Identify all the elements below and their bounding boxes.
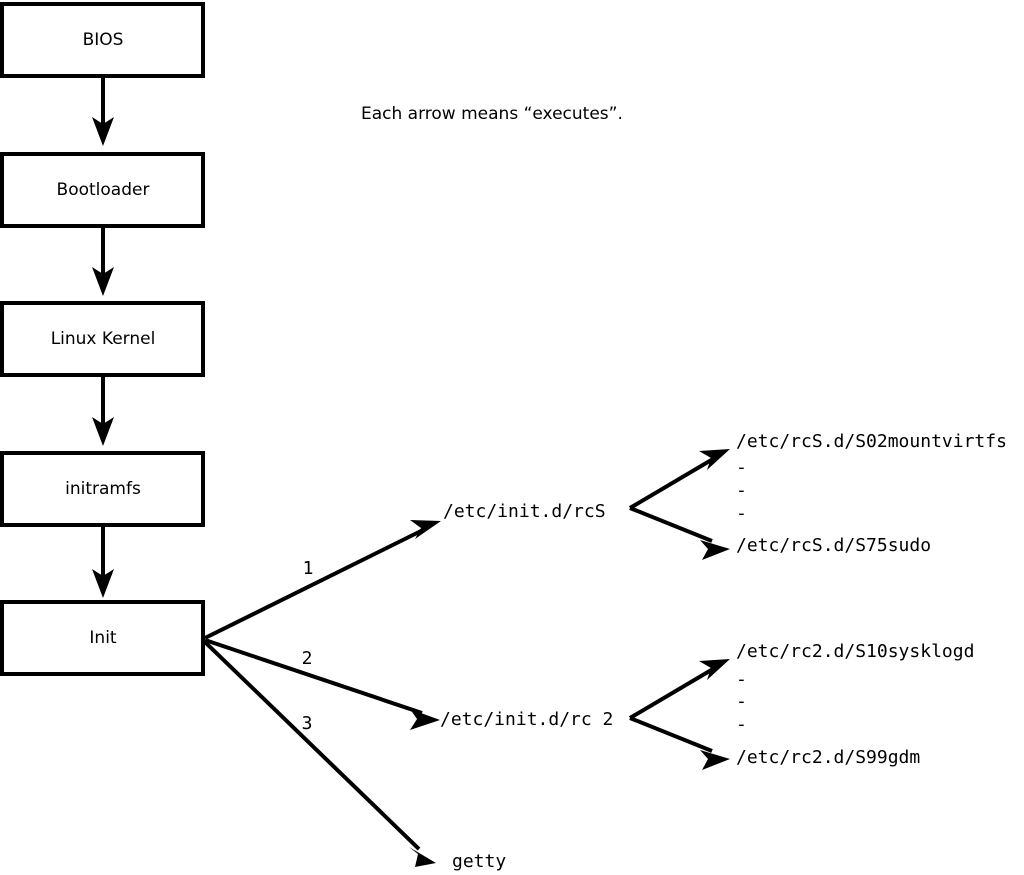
- rc2d-ellipsis-dash-3: -: [736, 714, 747, 735]
- branch-number-3: 3: [302, 713, 313, 734]
- connector-init-to-rc2: [204, 638, 423, 715]
- label-rc2d-last-script: /etc/rc2.d/S99gdm: [736, 747, 920, 768]
- box-bios-label: BIOS: [83, 30, 124, 50]
- arrowhead-bootloader-to-kernel: [92, 267, 114, 296]
- rc2d-ellipsis-dash-2: -: [736, 691, 747, 712]
- label-rcsd-last-script: /etc/rcS.d/S75sudo: [736, 535, 931, 556]
- box-bootloader[interactable]: Bootloader: [0, 152, 205, 228]
- connector-init-to-getty: [203, 640, 421, 851]
- arrowhead-init-to-rcs: [410, 520, 441, 539]
- connector-rcs-to-last-script: [629, 506, 713, 543]
- rcsd-ellipsis-dash-2: -: [736, 480, 747, 501]
- arrowhead-bios-to-bootloader: [92, 117, 114, 146]
- box-initramfs-rect: [0, 451, 205, 527]
- branch-number-2: 2: [302, 648, 313, 669]
- arrowhead-init-to-getty: [409, 847, 436, 867]
- box-initramfs-label: initramfs: [65, 479, 141, 499]
- diagram-caption: Each arrow means “executes”.: [361, 104, 623, 124]
- init-branch-3: 3 getty: [203, 640, 506, 872]
- init-branch-1: 1 /etc/init.d/rcS: [204, 501, 606, 640]
- rcsd-ellipsis-dash-1: -: [736, 457, 747, 478]
- arrowhead-initramfs-to-init: [92, 569, 114, 598]
- box-init[interactable]: Init: [0, 600, 205, 676]
- arrowhead-kernel-to-initramfs: [92, 417, 114, 446]
- arrowhead-rcs-to-last-script: [700, 540, 730, 560]
- arrowhead-init-to-rc2: [410, 709, 440, 730]
- label-rcsd-first-script: /etc/rcS.d/S02mountvirtfs: [736, 431, 1007, 452]
- box-bootloader-rect: [0, 152, 205, 228]
- box-bios[interactable]: BIOS: [0, 2, 205, 78]
- rc2d-ellipsis-dash-1: -: [736, 669, 747, 690]
- box-linux-kernel-rect: [0, 301, 205, 377]
- box-linux-kernel[interactable]: Linux Kernel: [0, 301, 205, 377]
- label-getty: getty: [452, 851, 506, 872]
- branch-number-1: 1: [303, 558, 314, 579]
- box-linux-kernel-label: Linux Kernel: [51, 329, 156, 349]
- connector-rc2-to-first-script: [628, 667, 715, 720]
- box-initramfs[interactable]: initramfs: [0, 451, 205, 527]
- label-etc-initd-rcs: /etc/init.d/rcS: [443, 501, 606, 522]
- label-etc-initd-rc2: /etc/init.d/rc 2: [440, 709, 613, 730]
- arrowhead-rc2-to-first-script: [699, 659, 730, 680]
- connector-init-to-rcs: [204, 527, 426, 640]
- init-branch-2: 2 /etc/init.d/rc 2: [204, 638, 613, 730]
- box-init-label: Init: [89, 628, 117, 648]
- box-bios-rect: [0, 2, 205, 78]
- arrowhead-rc2-to-last-script: [700, 750, 730, 770]
- box-bootloader-label: Bootloader: [57, 180, 150, 200]
- boot-chain-connectors: [92, 76, 114, 598]
- rcsd-ellipsis-dash-3: -: [736, 503, 747, 524]
- arrowhead-rcs-to-first-script: [699, 449, 730, 470]
- label-rc2d-first-script: /etc/rc2.d/S10sysklogd: [736, 641, 974, 662]
- box-init-rect: [0, 600, 205, 676]
- rcs-script-fanout: /etc/rcS.d/S02mountvirtfs - - - /etc/rcS…: [628, 431, 1007, 560]
- connector-rcs-to-first-script: [628, 457, 715, 510]
- connector-rc2-to-last-script: [629, 716, 713, 753]
- rc2-script-fanout: /etc/rc2.d/S10sysklogd - - - /etc/rc2.d/…: [628, 641, 974, 770]
